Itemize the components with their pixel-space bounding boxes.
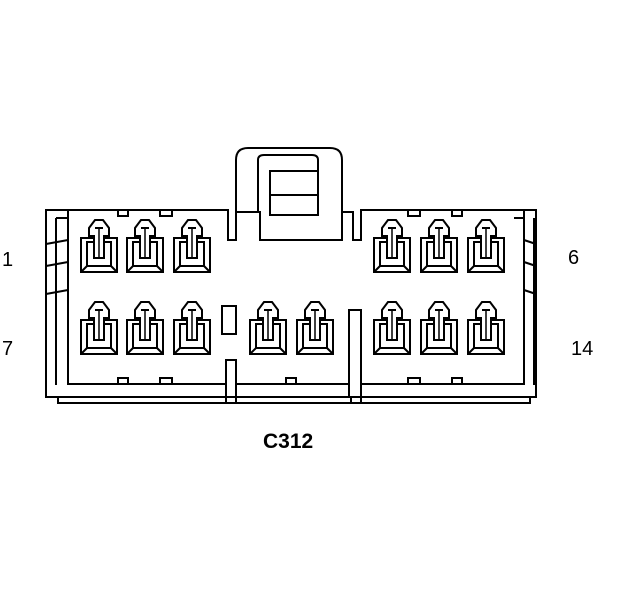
center-dividers <box>221 305 362 398</box>
terminal-cavity <box>373 219 411 273</box>
locking-tab <box>235 147 343 216</box>
terminal-cavity <box>80 301 118 355</box>
housing-base-rail <box>57 396 531 404</box>
terminal-cavity <box>173 301 211 355</box>
terminal-cavities <box>80 219 505 355</box>
terminal-cavity <box>420 219 458 273</box>
pin-label-6: 6 <box>568 247 579 269</box>
terminal-cavity <box>126 301 164 355</box>
terminal-cavity <box>467 301 505 355</box>
terminal-cavity <box>373 301 411 355</box>
connector-id-label: C312 <box>263 430 313 453</box>
pin-label-1: 1 <box>2 249 13 271</box>
terminal-cavity <box>249 301 287 355</box>
connector-housing <box>45 209 537 398</box>
terminal-cavity <box>420 301 458 355</box>
terminal-cavity <box>296 301 334 355</box>
terminal-cavity <box>173 219 211 273</box>
pin-label-14: 14 <box>571 338 593 360</box>
housing-inner-walls <box>45 210 537 385</box>
terminal-cavity <box>80 219 118 273</box>
pin-label-7: 7 <box>2 338 13 360</box>
terminal-cavity <box>467 219 505 273</box>
terminal-cavity <box>126 219 164 273</box>
